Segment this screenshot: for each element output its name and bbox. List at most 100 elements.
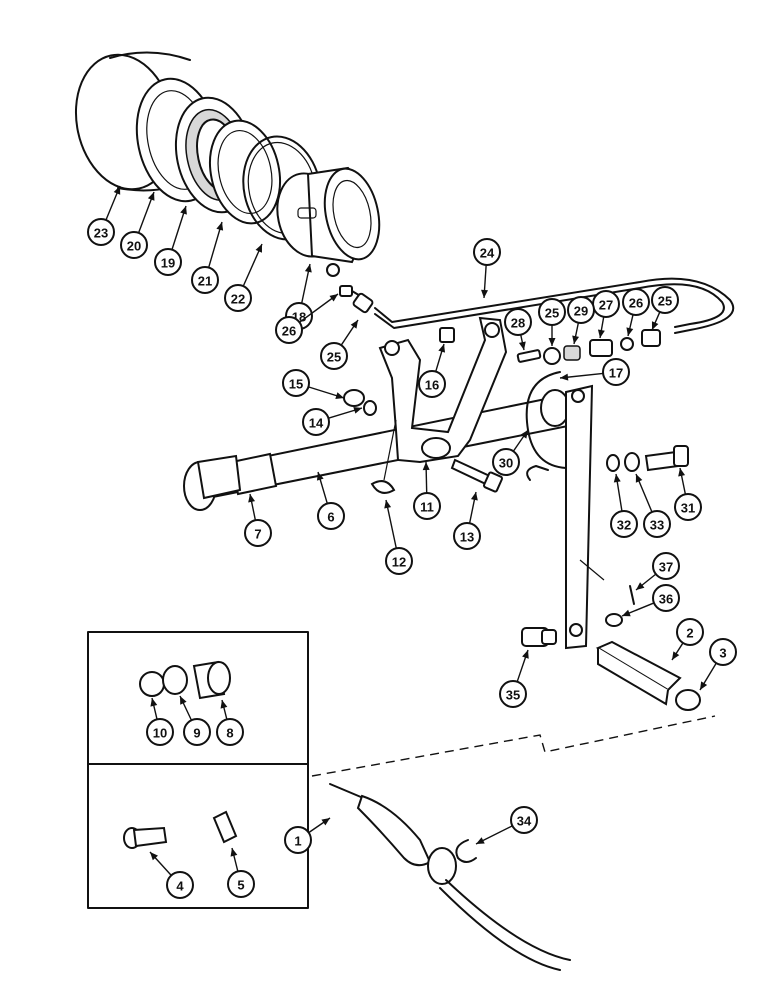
leader-arrowhead (651, 321, 659, 330)
callout-11: 11 (413, 461, 441, 520)
leader-arrowhead (626, 327, 634, 336)
part-ring-9 (162, 665, 188, 695)
callout-number: 12 (392, 555, 406, 570)
fittings-row (516, 329, 661, 365)
callout-circle (652, 584, 680, 612)
leader-arrowhead (216, 222, 224, 231)
part-bolt-16 (439, 327, 455, 343)
leader-arrowhead (476, 837, 485, 844)
leader-arrowhead (470, 492, 478, 501)
callout-10: 10 (146, 697, 174, 746)
callout-circle (216, 718, 244, 746)
callout-21: 21 (191, 221, 224, 294)
leader-arrowhead (230, 848, 238, 857)
leader-arrowhead (522, 650, 529, 659)
callout-circle (652, 552, 680, 580)
leader-arrowhead (636, 582, 645, 590)
callout-circle (317, 502, 345, 530)
callout-circle (227, 870, 255, 898)
callout-number: 20 (127, 239, 141, 254)
callout-22: 22 (224, 243, 263, 312)
callout-17: 17 (559, 358, 630, 386)
part-bolt-13 (450, 458, 504, 493)
callout-circle (418, 370, 446, 398)
callout-16: 16 (418, 343, 446, 398)
callout-12: 12 (384, 499, 413, 575)
callout-13: 13 (453, 491, 481, 550)
callout-8: 8 (216, 699, 244, 746)
callout-number: 7 (254, 527, 261, 542)
callout-number: 15 (289, 377, 303, 392)
callout-circle (674, 493, 702, 521)
leader-arrowhead (329, 294, 338, 302)
callout-14: 14 (302, 406, 363, 436)
callout-6: 6 (316, 471, 345, 530)
callout-circle (183, 718, 211, 746)
callout-circle (275, 316, 303, 344)
leader-arrowhead (518, 341, 526, 350)
callout-circle (651, 286, 679, 314)
callout-number: 25 (545, 306, 559, 321)
part-union-25 (641, 329, 661, 347)
leader-arrowhead (335, 392, 344, 399)
callout-number: 37 (659, 560, 673, 575)
callout-number: 3 (719, 646, 726, 661)
callout-number: 33 (650, 518, 664, 533)
bearing-assembly (74, 51, 381, 277)
leader-line (385, 499, 397, 549)
callout-number: 11 (420, 500, 434, 515)
leader-arrowhead (180, 206, 187, 215)
leader-arrowhead (613, 474, 621, 483)
part-circlip-34 (455, 839, 477, 863)
callout-circle (499, 680, 527, 708)
callout-25: 25 (538, 298, 566, 346)
callout-25: 25 (320, 319, 359, 370)
callout-number: 31 (681, 501, 695, 516)
callout-5: 5 (227, 847, 255, 898)
leader-arrowhead (220, 700, 228, 709)
part-washer-14 (363, 400, 377, 416)
callout-number: 34 (517, 814, 532, 829)
callout-25: 25 (651, 286, 679, 331)
callout-number: 32 (617, 518, 631, 533)
callout-circle (224, 284, 252, 312)
leader-arrowhead (180, 696, 187, 705)
callout-number: 16 (425, 378, 439, 393)
part-lockwasher-33 (624, 452, 640, 472)
callout-number: 2 (686, 626, 693, 641)
callout-28: 28 (504, 308, 532, 351)
callout-circle (709, 638, 737, 666)
callout-31: 31 (674, 467, 702, 521)
callout-4: 4 (149, 851, 194, 899)
callout-circle (146, 718, 174, 746)
part-lever-17 (565, 384, 605, 650)
callout-number: 10 (153, 726, 167, 741)
callout-number: 26 (282, 324, 296, 339)
callout-30: 30 (492, 429, 529, 476)
callout-number: 6 (327, 510, 334, 525)
callout-2: 2 (671, 618, 704, 661)
callout-3: 3 (699, 638, 737, 691)
leader-arrowhead (147, 192, 155, 201)
callout-circle (154, 248, 182, 276)
part-washer-32 (606, 454, 620, 472)
grease-nipple-26-top (339, 285, 363, 298)
part-nipple-26 (620, 337, 634, 351)
part-split-pin-37 (629, 585, 635, 605)
leader-arrowhead (635, 474, 643, 483)
callout-number: 27 (599, 298, 613, 313)
part-connector-27 (589, 339, 613, 357)
leader-arrowhead (150, 698, 158, 707)
part-nut-3 (675, 689, 701, 711)
callout-19: 19 (154, 205, 187, 276)
callout-circle (622, 288, 650, 316)
callout-27: 27 (592, 290, 620, 339)
callout-23: 23 (87, 185, 121, 246)
part-bolt-31 (644, 445, 689, 472)
leader-arrowhead (597, 329, 605, 338)
callout-26: 26 (622, 288, 650, 337)
callout-circle (244, 519, 272, 547)
leader-arrowhead (572, 335, 580, 344)
part-pin-35 (521, 627, 557, 647)
